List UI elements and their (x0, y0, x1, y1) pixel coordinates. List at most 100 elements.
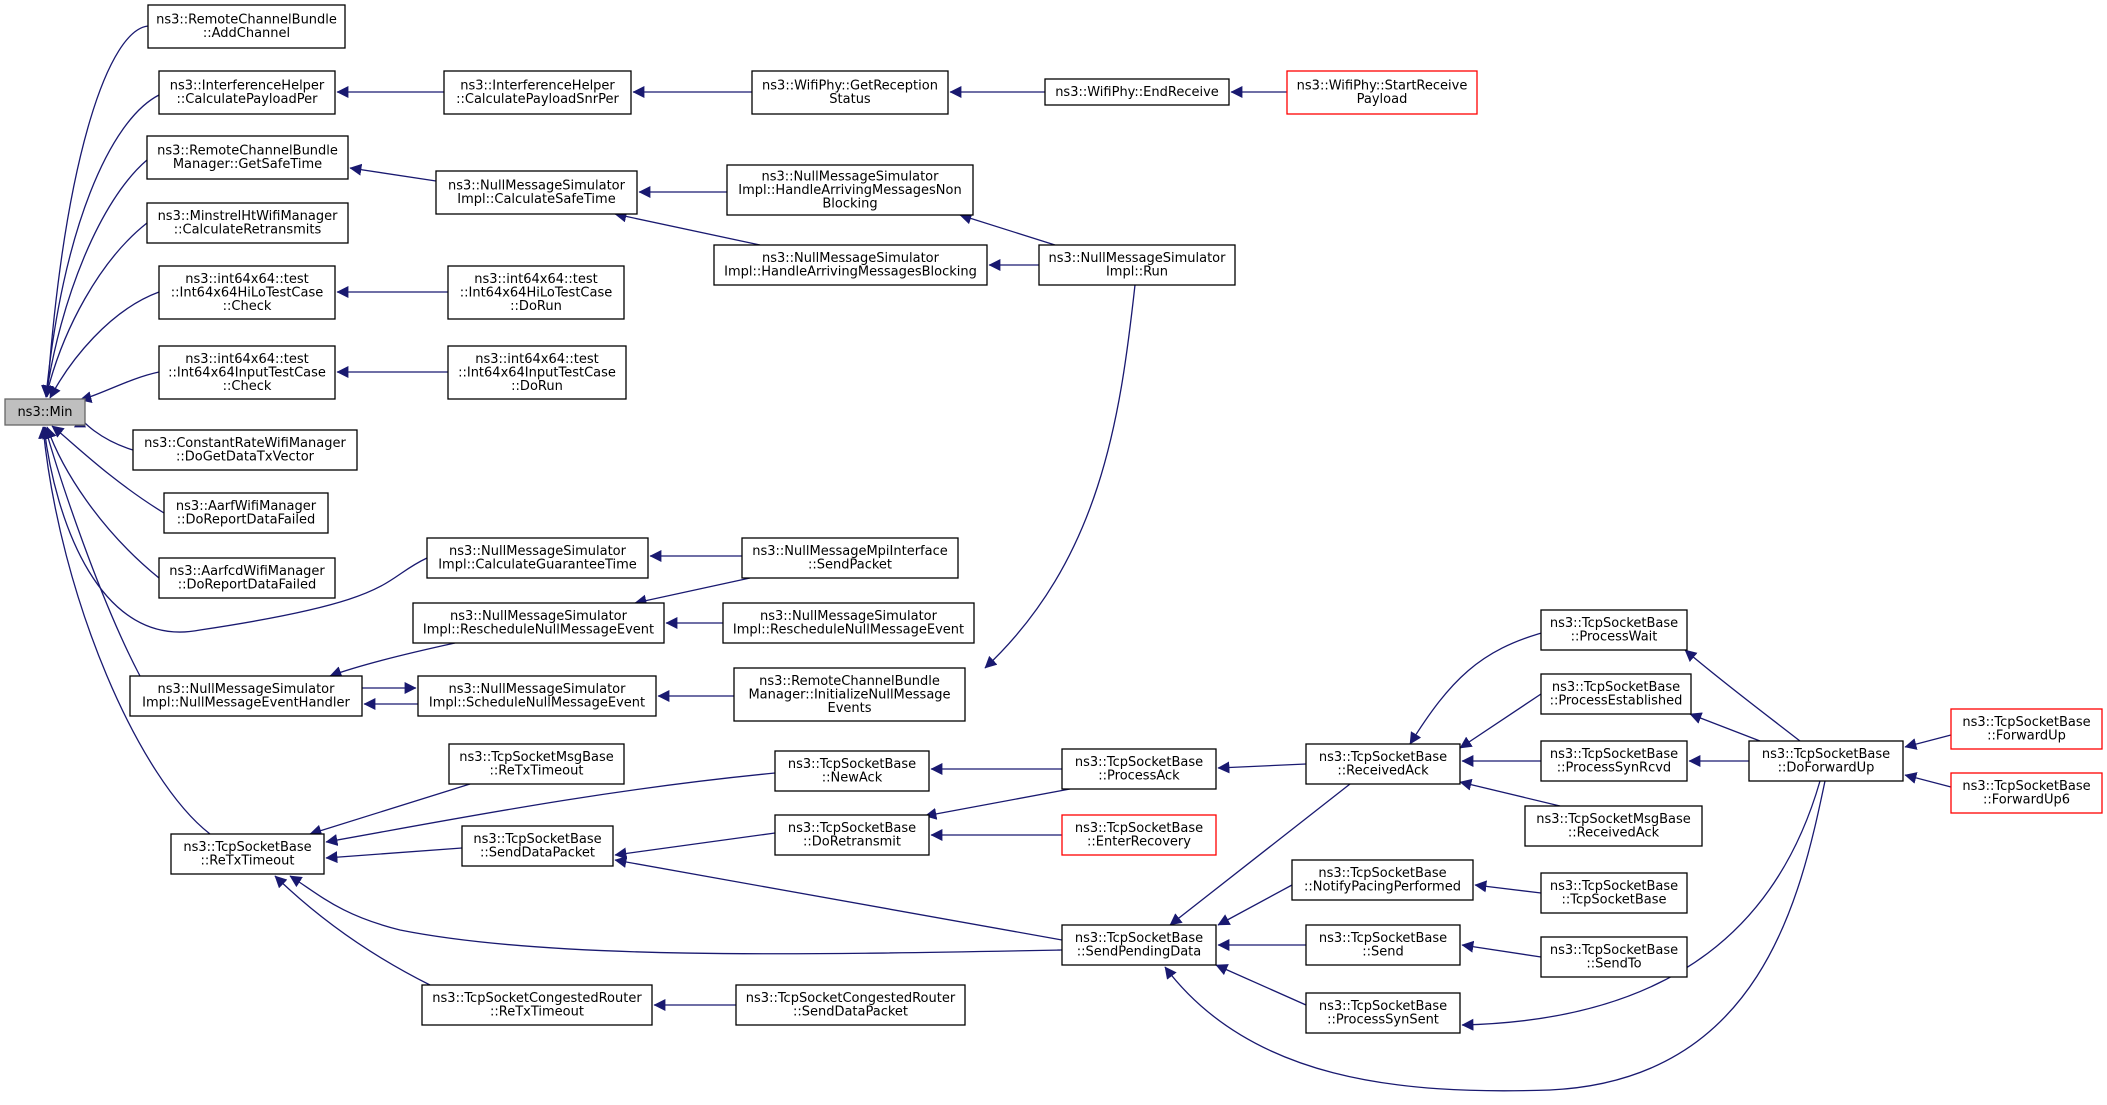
node-label-line: ::ForwardUp6 (1983, 793, 2070, 808)
node-nms_hamnb[interactable]: ns3::NullMessageSimulatorImpl::HandleArr… (726, 164, 974, 216)
node-label-line: ::SendTo (1586, 957, 1641, 972)
node-label-line: ns3::TcpSocketMsgBase (459, 750, 614, 765)
node-tsmb_rtt[interactable]: ns3::TcpSocketMsgBase::ReTxTimeout (448, 743, 625, 785)
node-box (146, 202, 349, 244)
node-crwm[interactable]: ns3::ConstantRateWifiManager::DoGetDataT… (132, 429, 358, 471)
node-min[interactable]: ns3::Min (4, 398, 86, 426)
node-tsb_pss[interactable]: ns3::TcpSocketBase::ProcessSynSent (1305, 992, 1461, 1034)
node-box (412, 602, 665, 644)
node-tsb_sdp[interactable]: ns3::TcpSocketBase::SendDataPacket (461, 825, 614, 867)
node-label-line: ::Int64x64InputTestCase (168, 365, 326, 380)
node-box (163, 492, 329, 534)
node-label-line: ns3::TcpSocketBase (1550, 879, 1678, 894)
node-input_dorun[interactable]: ns3::int64x64::test::Int64x64InputTestCa… (447, 345, 627, 400)
node-label-line: ns3::TcpSocketBase (1318, 866, 1446, 881)
node-label-line: ns3::int64x64::test (185, 352, 309, 367)
node-tscr_rtt[interactable]: ns3::TcpSocketCongestedRouter::ReTxTimeo… (421, 984, 653, 1026)
node-input_check[interactable]: ns3::int64x64::test::Int64x64InputTestCa… (158, 345, 336, 400)
node-tsb_pest[interactable]: ns3::TcpSocketBase::ProcessEstablished (1540, 673, 1692, 715)
node-tsb_recvack[interactable]: ns3::TcpSocketBase::ReceivedAck (1305, 743, 1461, 785)
node-tsb_send[interactable]: ns3::TcpSocketBase::Send (1305, 924, 1461, 966)
node-tsb_psrcvd[interactable]: ns3::TcpSocketBase::ProcessSynRcvd (1540, 740, 1688, 782)
node-tsb_newack[interactable]: ns3::TcpSocketBase::NewAck (774, 750, 930, 792)
edge-tsb_recvack-to-tsb_procack (1217, 761, 1307, 774)
node-box (158, 70, 336, 115)
edge-tsb_ctor-to-tsb_npp (1474, 880, 1542, 894)
node-nms_snme[interactable]: ns3::NullMessageSimulatorImpl::ScheduleN… (417, 675, 657, 717)
edge-nms_cst-to-rcbm_gst (349, 163, 437, 182)
node-nms_cst[interactable]: ns3::NullMessageSimulatorImpl::Calculate… (435, 170, 638, 215)
edge-tsb_recvack-to-tsb_spd (1169, 783, 1351, 926)
node-tsb_dfu[interactable]: ns3::TcpSocketBase::DoForwardUp (1748, 740, 1904, 782)
edge-tsb_rtt-to-min (38, 426, 211, 835)
edge-tsb_pwait-to-tsb_recvack (1409, 631, 1546, 745)
node-tsb_spd[interactable]: ns3::TcpSocketBase::SendPendingData (1061, 924, 1217, 966)
node-nms_rnme_b[interactable]: ns3::NullMessageSimulatorImpl::Reschedul… (722, 602, 975, 644)
edge-tsb_doretx-to-tsb_sdp (614, 832, 776, 860)
node-hilo_check[interactable]: ns3::int64x64::test::Int64x64HiLoTestCas… (158, 265, 336, 320)
node-tsb_fu6[interactable]: ns3::TcpSocketBase::ForwardUp6 (1950, 772, 2103, 814)
node-box (1540, 673, 1692, 715)
node-label-line: ::ProcessWait (1571, 630, 1658, 645)
node-ih_cpsp[interactable]: ns3::InterferenceHelper::CalculatePayloa… (443, 70, 632, 115)
node-box (1540, 609, 1688, 651)
node-nmmi_sp[interactable]: ns3::NullMessageMpiInterface::SendPacket (741, 537, 959, 579)
node-label-line: ns3::TcpSocketBase (183, 840, 311, 855)
node-tsb_sendto[interactable]: ns3::TcpSocketBase::SendTo (1540, 936, 1688, 978)
node-mhwm_cr[interactable]: ns3::MinstrelHtWifiManager::CalculateRet… (146, 202, 349, 244)
node-label-line: ::ReceivedAck (1337, 764, 1429, 779)
node-tsb_doretx[interactable]: ns3::TcpSocketBase::DoRetransmit (774, 814, 930, 856)
node-label-line: ns3::NullMessageSimulator (158, 682, 336, 697)
node-label-line: ::ReceivedAck (1568, 826, 1660, 841)
node-label-line: ::CalculateRetransmits (174, 223, 322, 238)
node-label-line: ns3::Min (17, 405, 72, 420)
node-label-line: Status (829, 92, 871, 107)
node-tscr_sdp[interactable]: ns3::TcpSocketCongestedRouter::SendDataP… (735, 984, 966, 1026)
node-label-line: Impl::CalculateGuaranteeTime (438, 558, 637, 573)
node-nms_cgt[interactable]: ns3::NullMessageSimulatorImpl::Calculate… (426, 537, 649, 579)
node-rcb_addchannel[interactable]: ns3::RemoteChannelBundle::AddChannel (147, 4, 346, 49)
node-tsb_rtt[interactable]: ns3::TcpSocketBase::ReTxTimeout (170, 833, 325, 875)
node-nms_nmeh[interactable]: ns3::NullMessageSimulatorImpl::NullMessa… (129, 675, 363, 717)
node-box (421, 984, 653, 1026)
node-label-line: Impl::NullMessageEventHandler (142, 696, 350, 711)
edge-ih_cpp-to-min (41, 94, 160, 398)
node-label-line: ::SendDataPacket (480, 846, 595, 861)
node-label-line: Impl::HandleArrivingMessagesNon (738, 183, 961, 198)
node-aarf[interactable]: ns3::AarfWifiManager::DoReportDataFailed (163, 492, 329, 534)
node-box (443, 70, 632, 115)
node-box (447, 345, 627, 400)
node-label-line: Manager::GetSafeTime (173, 157, 322, 172)
node-tsb_pwait[interactable]: ns3::TcpSocketBase::ProcessWait (1540, 609, 1688, 651)
edge-nmmi_sp-to-nms_rnme_a (634, 577, 751, 607)
node-aarfcd[interactable]: ns3::AarfcdWifiManager::DoReportDataFail… (158, 557, 336, 599)
node-tsmb_recvack[interactable]: ns3::TcpSocketMsgBase::ReceivedAck (1524, 805, 1703, 847)
node-nms_rnme_a[interactable]: ns3::NullMessageSimulatorImpl::Reschedul… (412, 602, 665, 644)
node-ih_cpp[interactable]: ns3::InterferenceHelper::CalculatePayloa… (158, 70, 336, 115)
node-tsb_ctor[interactable]: ns3::TcpSocketBase::TcpSocketBase (1540, 872, 1688, 914)
node-box (1061, 924, 1217, 966)
edge-tsb_spd-to-tsb_rtt (289, 875, 1063, 955)
node-label-line: ::Int64x64HiLoTestCase (460, 285, 612, 300)
node-wp_er[interactable]: ns3::WifiPhy::EndReceive (1044, 78, 1230, 106)
node-tsb_npp[interactable]: ns3::TcpSocketBase::NotifyPacingPerforme… (1291, 859, 1474, 901)
node-rcbm_inme[interactable]: ns3::RemoteChannelBundleManager::Initial… (733, 667, 966, 722)
node-label-line: ::DoForwardUp (1778, 761, 1875, 776)
node-label-line: ns3::TcpSocketBase (473, 832, 601, 847)
node-box (1061, 748, 1217, 790)
node-tsb_fu[interactable]: ns3::TcpSocketBase::ForwardUp (1950, 708, 2103, 750)
node-nms_hamb[interactable]: ns3::NullMessageSimulatorImpl::HandleArr… (713, 244, 988, 286)
node-box (1305, 743, 1461, 785)
node-hilo_dorun[interactable]: ns3::int64x64::test::Int64x64HiLoTestCas… (447, 265, 625, 320)
node-label-line: ::ReTxTimeout (201, 854, 295, 869)
node-tsb_procack[interactable]: ns3::TcpSocketBase::ProcessAck (1061, 748, 1217, 790)
node-rcbm_gst[interactable]: ns3::RemoteChannelBundleManager::GetSafe… (146, 135, 349, 180)
node-label-line: Manager::InitializeNullMessage (748, 687, 950, 702)
node-tsb_enterrec[interactable]: ns3::TcpSocketBase::EnterRecovery (1061, 814, 1217, 856)
node-label-line: ::ProcessAck (1098, 769, 1180, 784)
node-label-line: Impl::RescheduleNullMessageEvent (423, 623, 654, 638)
edge-mhwm_cr-to-min (42, 222, 148, 398)
